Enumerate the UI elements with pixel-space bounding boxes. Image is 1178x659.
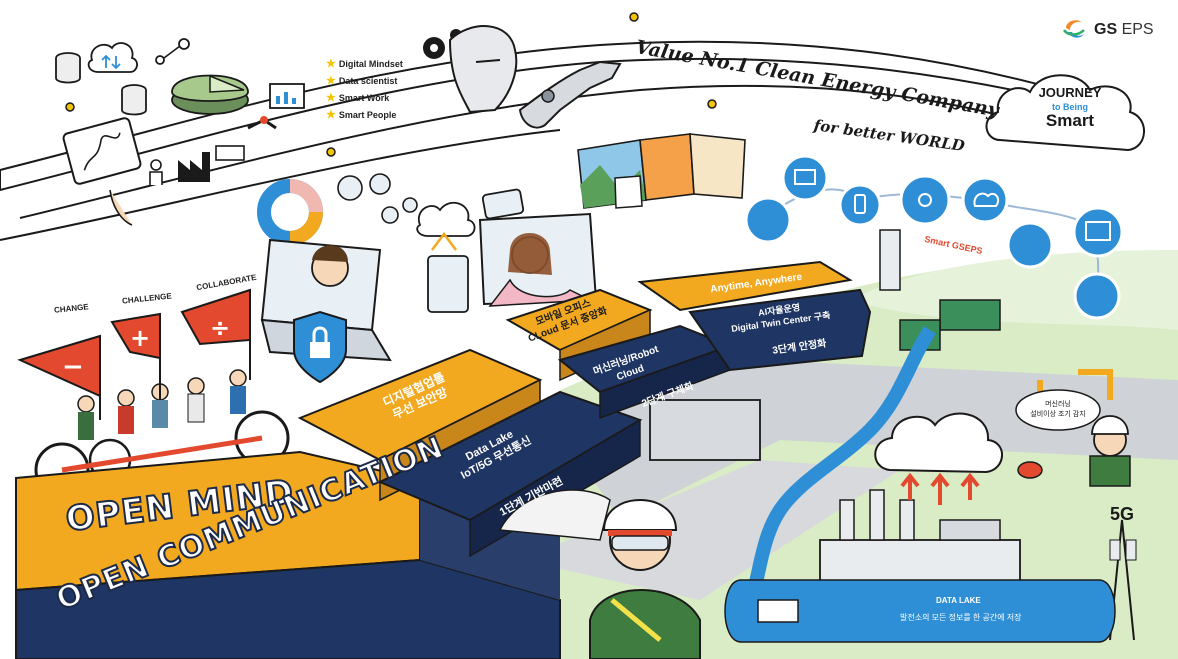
skill-item: ★Smart People (326, 109, 397, 121)
skills-list: ★Digital Mindset ★Data scientist ★Smart … (326, 56, 403, 124)
star-icon: ★ (326, 75, 336, 87)
open-communication-block (15, 558, 561, 659)
skill-item: ★Digital Mindset (326, 58, 403, 70)
ml-bubble (1015, 389, 1101, 431)
cloud-arrows-icon (874, 412, 1003, 505)
data-lake-pool (724, 579, 1116, 643)
star-icon: ★ (326, 92, 336, 104)
tablet-icon (62, 117, 142, 226)
server-icon (121, 84, 147, 116)
data-lake-caption: 발전소의 모든 정보를 한 공간에 저장 (900, 613, 1022, 622)
robot-arm-icon (247, 116, 277, 130)
robot-hand-icon (518, 60, 622, 129)
worker-icon (589, 415, 1131, 659)
smart-icon-ring (744, 154, 1124, 320)
skill-item: ★Data scientist (326, 75, 398, 87)
logo-mark-icon (1062, 20, 1085, 38)
dome-icon (498, 489, 611, 541)
network-nodes-icon (155, 38, 190, 65)
svg-text:−: − (62, 352, 84, 382)
database-icon (55, 52, 81, 84)
flag-icons: − + ÷ (17, 288, 251, 420)
skill-item: ★Smart Work (326, 92, 390, 104)
5g-label: 5G (1110, 504, 1135, 524)
svg-text:÷: ÷ (210, 314, 230, 342)
star-icon: ★ (326, 58, 336, 70)
cloud-upload-icon (416, 201, 476, 251)
pie-chart-icon (171, 74, 249, 115)
cloud-sync-icon (87, 42, 138, 73)
star-icon: ★ (326, 109, 336, 121)
phone-icon (427, 188, 525, 313)
step-yellow-3 (637, 260, 853, 312)
svg-text:+: + (130, 324, 150, 352)
donut-chart-icon (257, 179, 323, 245)
lock-icon (293, 310, 347, 384)
people-desk-icon (149, 145, 245, 185)
laptop-icon (260, 212, 598, 362)
bar-chart-icon (269, 83, 305, 109)
robot-head-icon (448, 25, 518, 114)
factory-icon (178, 152, 210, 182)
photo-panels (577, 133, 746, 209)
data-lake-title: DATA LAKE (936, 596, 981, 605)
step-navy-3 (688, 288, 872, 372)
logo-text: GS EPS (1094, 21, 1154, 38)
floating-bubbles (337, 173, 418, 224)
gs-eps-logo: GS EPS (1062, 18, 1154, 42)
journey-text: JOURNEY to Being Smart (1038, 85, 1102, 130)
journey-cloud (985, 74, 1145, 152)
siren-icon (1017, 461, 1043, 479)
